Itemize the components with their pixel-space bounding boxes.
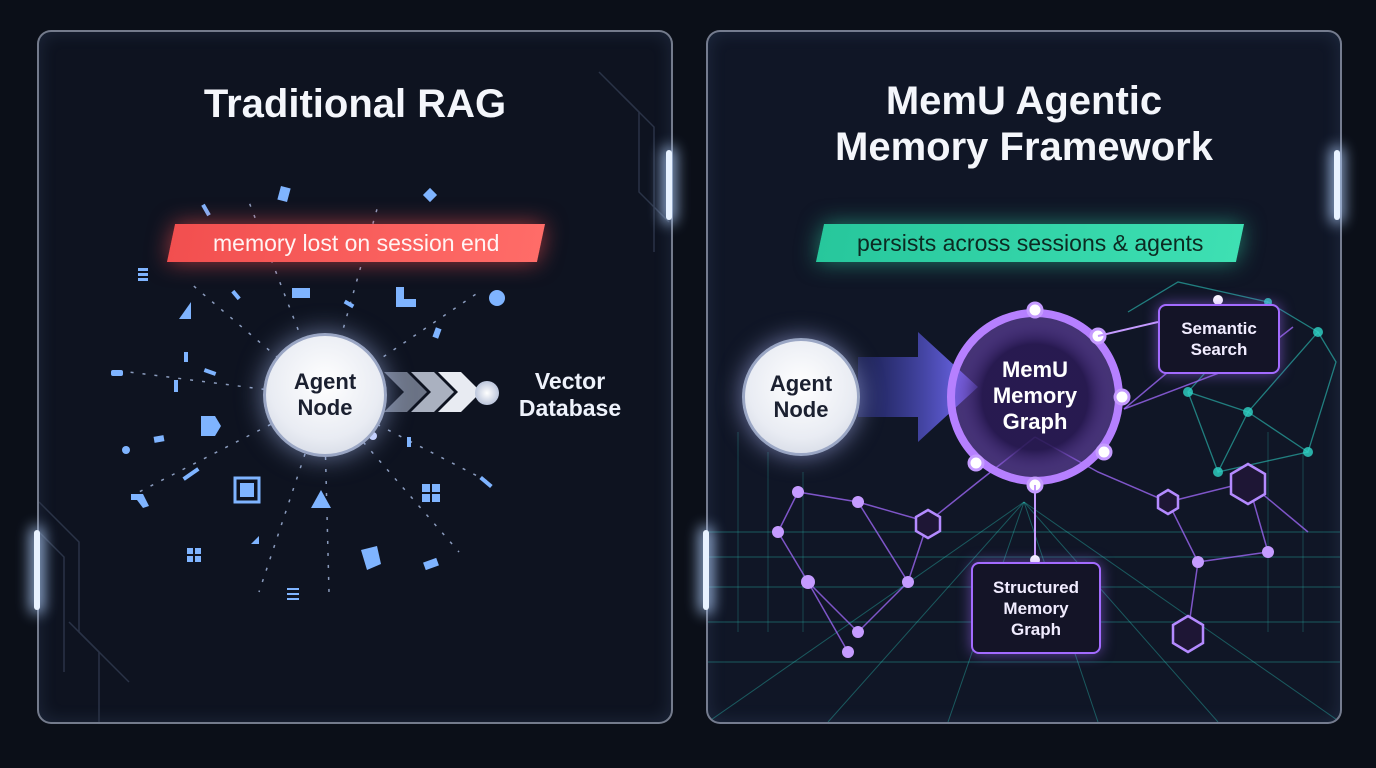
structured-line2: Memory bbox=[1003, 598, 1069, 618]
data-streams bbox=[737, 432, 1304, 632]
teal-nodes bbox=[1183, 298, 1323, 477]
session-lost-label: memory lost on session end bbox=[212, 230, 500, 256]
structured-line1: Structured bbox=[993, 577, 1079, 597]
memory-graph-line2: Memory bbox=[992, 383, 1078, 408]
persists-banner: persists across sessions & agents bbox=[815, 224, 1245, 262]
session-lost-banner: memory lost on session end bbox=[166, 224, 546, 262]
memory-graph-ring-fill bbox=[947, 309, 1123, 485]
right-bottom-glow-edge bbox=[703, 530, 709, 610]
right-agent-line2: Node bbox=[773, 397, 829, 422]
left-agent-line1: Agent bbox=[293, 369, 357, 394]
structured-memory-graph-box: Structured Memory Graph bbox=[971, 562, 1101, 654]
semantic-search-box: Semantic Search bbox=[1158, 304, 1280, 374]
right-title-line2: Memory Framework bbox=[835, 125, 1213, 169]
circuit-traces bbox=[39, 71, 670, 722]
left-title: Traditional RAG bbox=[203, 82, 507, 126]
right-agent-node: Agent Node bbox=[742, 338, 860, 456]
left-panel-glow-edge bbox=[666, 150, 672, 220]
vector-db-dot bbox=[475, 381, 499, 405]
semantic-top-dot bbox=[1213, 295, 1223, 305]
vector-db-line1: Vector bbox=[534, 368, 606, 394]
agent-to-graph-arrow bbox=[858, 332, 978, 442]
traditional-rag-panel: Traditional RAG memory lost on session e… bbox=[37, 30, 673, 724]
semantic-line2: Search bbox=[1190, 340, 1248, 359]
memu-memory-graph-label: MemU Memory Graph bbox=[965, 357, 1105, 435]
vector-db-line2: Database bbox=[518, 395, 622, 421]
left-agent-node: Agent Node bbox=[263, 333, 387, 457]
memory-fragments bbox=[111, 185, 505, 600]
structured-line3: Graph bbox=[1010, 619, 1062, 639]
right-panel-glow-edge bbox=[1334, 150, 1340, 220]
left-agent-line2: Node bbox=[297, 395, 353, 420]
right-agent-line1: Agent bbox=[769, 371, 833, 396]
left-bottom-glow-edge bbox=[34, 530, 40, 610]
ring-connector-dots bbox=[967, 301, 1131, 494]
connector-semantic bbox=[1097, 321, 1159, 337]
hex-nodes bbox=[914, 462, 1267, 654]
right-title: MemU Agentic Memory Framework bbox=[708, 78, 1340, 170]
memu-framework-panel: MemU Agentic Memory Framework persists a… bbox=[706, 30, 1342, 724]
persists-label: persists across sessions & agents bbox=[856, 230, 1204, 256]
right-title-line1: MemU Agentic bbox=[885, 79, 1163, 123]
vector-database-label: Vector Database bbox=[505, 368, 635, 422]
semantic-line1: Semantic bbox=[1181, 319, 1257, 338]
right-decor-svg bbox=[708, 281, 1340, 722]
chevron-arrows bbox=[384, 372, 481, 412]
memory-graph-line1: MemU bbox=[1001, 357, 1068, 382]
memory-graph-line3: Graph bbox=[1002, 409, 1068, 434]
